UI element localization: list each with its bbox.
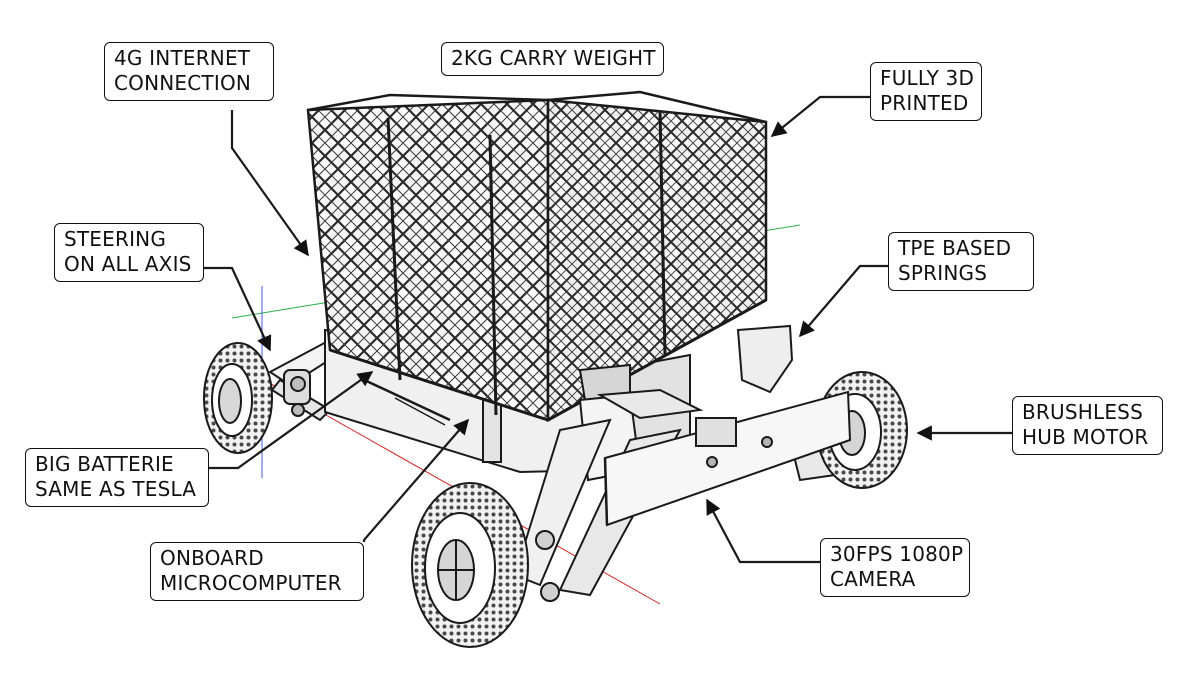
- callout-steering: STEERING ON ALL AXIS: [54, 223, 204, 282]
- lattice-basket: [306, 90, 768, 423]
- leader-tpe-springs: [798, 264, 888, 338]
- callout-steering-line-1: STEERING: [64, 227, 167, 251]
- callout-tpe-springs-line-1: TPE BASED: [898, 236, 1012, 260]
- callout-camera-line-1: 30FPS 1080P: [830, 542, 964, 566]
- callout-big-batterie-line-2: SAME AS TESLA: [35, 477, 197, 501]
- leader-big-batterie: [209, 371, 374, 470]
- callout-brushless-motor-line-1: BRUSHLESS: [1022, 400, 1143, 424]
- leader-camera: [706, 498, 820, 564]
- callout-4g-internet-line-2: CONNECTION: [114, 71, 252, 95]
- callout-onboard-microcomputer: ONBOARD MICROCOMPUTER: [150, 542, 364, 601]
- callout-carry-weight: 2KG CARRY WEIGHT: [441, 42, 664, 76]
- callout-4g-internet: 4G INTERNET CONNECTION: [104, 42, 274, 101]
- rear-left-wheel: [203, 342, 273, 454]
- callout-onboard-microcomputer-line-2: MICROCOMPUTER: [160, 571, 342, 595]
- leader-lines: [204, 95, 1012, 564]
- callout-brushless-motor-line-2: HUB MOTOR: [1022, 425, 1149, 449]
- callout-brushless-motor: BRUSHLESS HUB MOTOR: [1012, 396, 1163, 455]
- front-wheel: [411, 482, 529, 648]
- callout-big-batterie-line-1: BIG BATTERIE: [35, 452, 174, 476]
- callout-big-batterie: BIG BATTERIE SAME AS TESLA: [25, 448, 209, 507]
- leader-steering: [204, 266, 272, 352]
- callout-fully-3d-printed-line-1: FULLY 3D: [880, 66, 975, 90]
- callout-fully-3d-printed: FULLY 3D PRINTED: [870, 62, 982, 121]
- callout-tpe-springs-line-2: SPRINGS: [898, 261, 988, 285]
- rear-chassis: [268, 338, 347, 422]
- callout-onboard-microcomputer-line-1: ONBOARD: [160, 546, 264, 570]
- callout-tpe-springs: TPE BASED SPRINGS: [888, 232, 1034, 291]
- callout-camera: 30FPS 1080P CAMERA: [820, 538, 970, 597]
- leader-onboard-microcomputer: [362, 418, 470, 542]
- front-chassis: [513, 324, 852, 602]
- leader-fully-3d-printed: [770, 95, 870, 137]
- callout-4g-internet-line-1: 4G INTERNET: [114, 46, 251, 70]
- callout-camera-line-2: CAMERA: [830, 567, 916, 591]
- callout-carry-weight-line-1: 2KG CARRY WEIGHT: [451, 46, 656, 70]
- leader-4g-internet: [230, 110, 309, 257]
- callout-fully-3d-printed-line-2: PRINTED: [880, 91, 969, 115]
- callout-steering-line-2: ON ALL AXIS: [64, 252, 192, 276]
